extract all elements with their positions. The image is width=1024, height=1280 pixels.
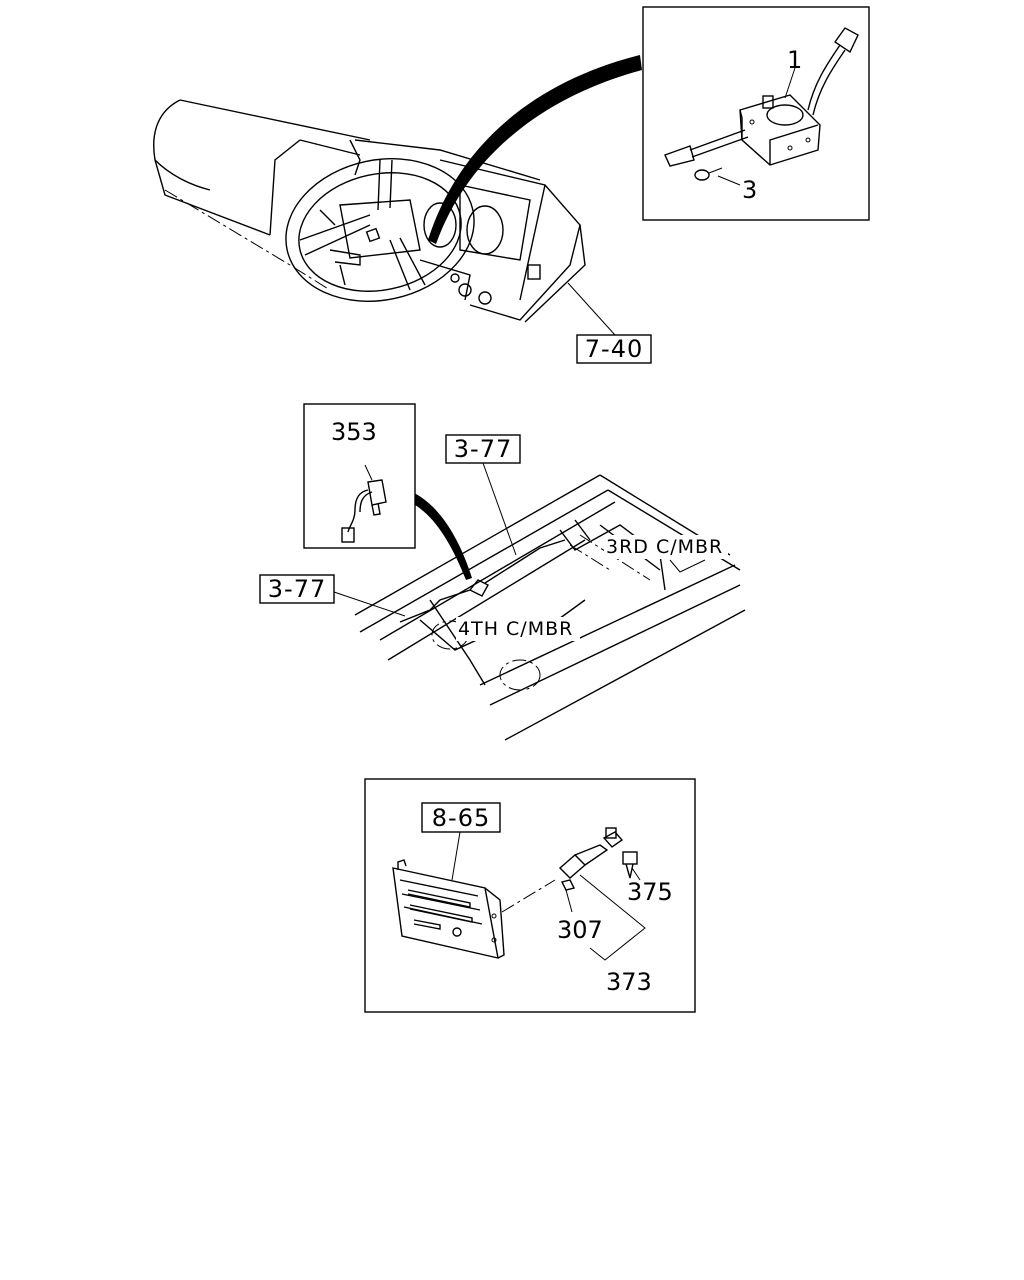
detail-sweep-arrow [428, 55, 642, 244]
ref-box-8-65[interactable] [421, 802, 501, 833]
leader-line-307 [565, 889, 573, 913]
ref-label-8-65: 8-65 [432, 804, 490, 832]
leader-line-3 [717, 175, 741, 186]
ref-label-3-77-lower: 3-77 [268, 575, 326, 603]
control-panel-drawing [392, 859, 505, 959]
frame-section: 353 3-77 3-77 3RD C/MBR 4TH C/MBR [259, 403, 746, 741]
label-3rd-crossmember: 3RD C/MBR [606, 536, 723, 558]
callout-375: 375 [627, 878, 673, 906]
callout-353: 353 [331, 418, 377, 446]
leader-line-3-77-lower [333, 591, 406, 617]
sensor-drawing [341, 464, 387, 543]
sensor-sweep-arrow [410, 492, 472, 580]
callout-307: 307 [557, 916, 603, 944]
callout-1: 1 [787, 46, 802, 74]
mount-line [501, 879, 556, 913]
label-4th-crossmember: 4TH C/MBR [458, 618, 573, 640]
ref-box-3-77-lower[interactable] [259, 574, 335, 604]
leader-line-3rd [669, 559, 706, 573]
leader-line-1 [784, 67, 796, 99]
leader-line-375 [631, 867, 641, 881]
lever-detail-box [642, 6, 870, 221]
ref-box-3-77-upper[interactable] [445, 434, 521, 464]
leader-line-3-77-upper [482, 462, 517, 556]
steering-column-drawing [153, 99, 541, 291]
clip-drawing [560, 879, 576, 891]
leader-line-7-40 [567, 282, 616, 336]
steering-wheel-drawing [285, 158, 475, 302]
dashboard-drawing [329, 159, 586, 323]
switch-with-harness-drawing [558, 827, 624, 879]
callout-373: 373 [606, 968, 652, 996]
ref-box-7-40[interactable] [576, 334, 652, 364]
panel-section: 8-65 375 307 373 [364, 778, 696, 1013]
label-bg-3rd [604, 535, 728, 559]
label-bg-4th [456, 617, 580, 641]
leader-line-8-65 [451, 831, 461, 881]
ref-label-3-77-upper: 3-77 [454, 435, 512, 463]
sensor-detail-box [303, 403, 416, 549]
callout-3: 3 [742, 176, 757, 204]
dashboard-section: 1 3 7-40 [153, 6, 870, 364]
ref-label-7-40: 7-40 [585, 335, 643, 363]
leader-line-373 [579, 874, 646, 961]
combination-switch-drawing [664, 27, 859, 181]
